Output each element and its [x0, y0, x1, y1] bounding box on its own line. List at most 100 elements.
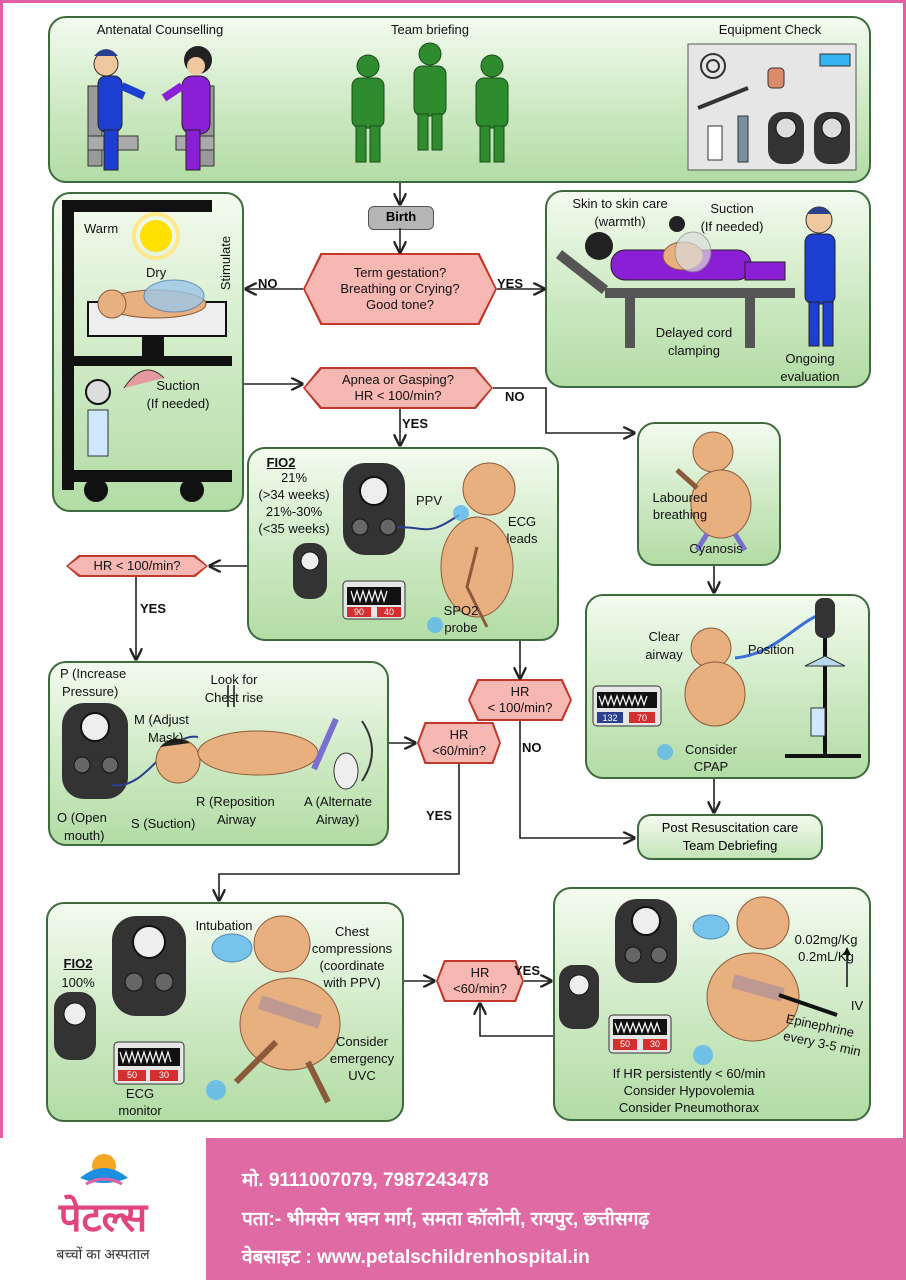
hr60-bottom-line-2: <60/min?	[453, 981, 507, 996]
compression-fio2-value: 100%	[61, 975, 95, 990]
compression-illustration	[54, 915, 341, 1104]
decision-hr100-mid: HR < 100/min?	[470, 681, 570, 719]
ppv-fio2-line-4: (<35 weeks)	[258, 521, 330, 536]
ppv-fio2-label: FIO2	[266, 455, 296, 470]
decision-hr100-left: HR < 100/min?	[68, 557, 206, 575]
yes-label-4: YES	[426, 808, 453, 823]
equipment-tray	[687, 43, 857, 171]
mrsopa-s: S (Suction)	[131, 816, 196, 831]
epi-dose-line-1: 0.02mg/Kg	[794, 932, 858, 947]
mrsopa-p-line-2: Pressure)	[62, 684, 119, 699]
ongoing-eval-line-1: Ongoing	[785, 351, 835, 366]
antenatal-label: Antenatal Counselling	[96, 22, 224, 37]
ecg-monitor-line-2: monitor	[118, 1103, 162, 1118]
laboured-illustration	[675, 431, 752, 552]
ppv-fio2-line-3: 21%-30%	[265, 504, 323, 519]
look-chest-line-1: Look for	[210, 672, 258, 687]
post-line-1: Post Resuscitation care	[661, 820, 799, 835]
logo-sub: बच्चों का अस्पताल	[56, 1246, 150, 1262]
ppv-label: PPV	[415, 493, 442, 508]
persist-line-2: Consider Hypovolemia	[623, 1083, 755, 1098]
cyanosis-label: Cyanosis	[689, 541, 743, 556]
skin-to-skin-line-1: Skin to skin care	[572, 196, 668, 211]
warmer-illustration	[62, 200, 232, 502]
hr100-mid-line-1: HR	[510, 684, 530, 699]
mrsopa-a-line-2: Airway)	[316, 812, 360, 827]
consider-cpap-line-1: Consider	[684, 742, 738, 757]
post-resuscitation-box: Post Resuscitation care Team Debriefing	[637, 814, 823, 860]
chest-comp-line-4: with PPV)	[323, 975, 381, 990]
team-briefing-label: Team briefing	[390, 22, 470, 37]
mrsopa-p-line-1: P (Increase	[60, 666, 127, 681]
intubation-label: Intubation	[195, 918, 253, 933]
compression-monitor-left: 50	[126, 1070, 137, 1080]
spo2-line-1: SPO2	[443, 603, 479, 618]
spo2-line-2: probe	[444, 620, 478, 635]
cpap-illustration	[592, 598, 861, 760]
yes-label-5: YES	[514, 963, 541, 978]
mrsopa-m-line-2: Mask)	[148, 730, 184, 745]
hr60-mid-line-1: HR	[449, 727, 469, 742]
right-suction-line-1: Suction	[710, 201, 754, 216]
epi-dose-line-2: 0.2mL/Kg	[798, 949, 854, 964]
consider-cpap-line-2: CPAP	[693, 759, 729, 774]
flow-arrows	[0, 183, 906, 1037]
clear-airway-line-2: airway	[645, 647, 683, 662]
hr60-bottom-line-1: HR	[470, 965, 490, 980]
left-suction-line-2: (If needed)	[146, 396, 210, 411]
no-label-2: NO	[505, 389, 525, 404]
clear-airway-line-1: Clear	[648, 629, 680, 644]
uvc-line-3: UVC	[348, 1068, 376, 1083]
decision-hr60-bottom: HR <60/min?	[438, 962, 522, 1000]
decision-2-line-2: HR < 100/min?	[354, 388, 442, 403]
ecg-leads-line-1: ECG	[507, 514, 537, 529]
ecg-leads-line-2: leads	[506, 531, 538, 546]
cpap-monitor-left: 132	[602, 713, 618, 723]
mrsopa-a-line-1: A (Alternate	[304, 794, 372, 809]
persist-line-3: Consider Pneumothorax	[618, 1100, 760, 1115]
warm-label: Warm	[84, 221, 119, 236]
team-figures	[351, 42, 509, 163]
position-label: Position	[747, 642, 795, 657]
skin-to-skin-line-2: (warmth)	[594, 214, 646, 229]
mrsopa-r-line-1: R (Reposition	[196, 794, 275, 809]
uvc-line-1: Consider	[335, 1034, 389, 1049]
no-label-3: NO	[522, 740, 542, 755]
ppv-monitor-left: 90	[353, 607, 364, 617]
decision-hr60-mid: HR <60/min?	[419, 724, 499, 762]
left-suction-line-1: Suction	[156, 378, 200, 393]
compression-fio2-label: FIO2	[63, 956, 93, 971]
persist-line-1: If HR persistently < 60/min	[612, 1066, 766, 1081]
mother-figure	[161, 46, 215, 171]
mrsopa-r-line-2: Airway	[217, 812, 257, 827]
decision-2-line-1: Apnea or Gasping?	[341, 372, 455, 387]
laboured-line-2: breathing	[652, 507, 708, 522]
yes-label-3: YES	[140, 601, 167, 616]
mrsopa-o-line-2: mouth)	[64, 828, 105, 843]
footer-phone: मो. 9111007079, 7987243478	[242, 1170, 489, 1191]
hr100-mid-line-2: < 100/min?	[487, 700, 553, 715]
right-suction-line-2: (If needed)	[700, 219, 764, 234]
decision-term-gestation: Term gestation? Breathing or Crying? Goo…	[305, 255, 495, 323]
mrsopa-illustration	[62, 685, 373, 799]
ecg-monitor-line-1: ECG	[125, 1086, 155, 1101]
laboured-line-1: Laboured	[652, 490, 708, 505]
epi-monitor-right: 30	[649, 1039, 660, 1049]
decision-1-line-3: Good tone?	[366, 297, 434, 312]
delayed-cord-line-1: Delayed cord	[655, 325, 733, 340]
ppv-fio2-line-2: (>34 weeks)	[258, 487, 330, 502]
top-illustrations	[87, 42, 857, 171]
logo-emblem	[80, 1154, 128, 1186]
footer-website: वेबसाइट : www.petalschildrenhospital.in	[242, 1247, 590, 1268]
uvc-line-2: emergency	[329, 1051, 395, 1066]
dry-label: Dry	[146, 265, 167, 280]
chest-comp-line-2: compressions	[311, 941, 393, 956]
chest-comp-line-1: Chest	[335, 924, 369, 939]
yes-label-1: YES	[497, 276, 524, 291]
logo-main: पेटल्स	[58, 1196, 148, 1240]
decision-1-line-2: Breathing or Crying?	[340, 281, 460, 296]
epi-route: IV	[850, 998, 864, 1013]
no-label-1: NO	[258, 276, 278, 291]
cpap-monitor-right: 70	[636, 713, 647, 723]
ppv-monitor-right: 40	[383, 607, 394, 617]
